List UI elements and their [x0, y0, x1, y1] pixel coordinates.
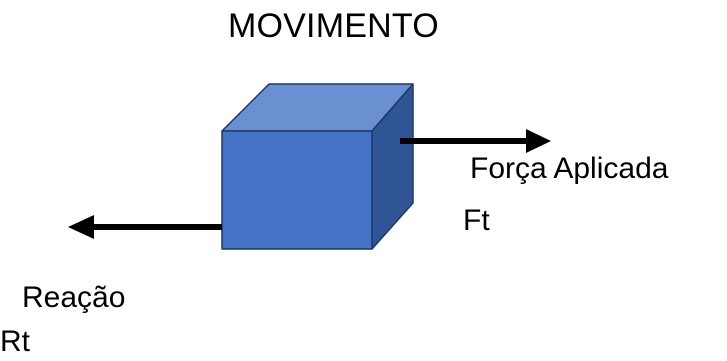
applied-force-label: Força Aplicada [470, 152, 669, 185]
cube-front-face [221, 130, 373, 250]
applied-force-arrow [400, 129, 551, 153]
reaction-force-label: Reação [22, 281, 126, 314]
reaction-force-arrow [68, 215, 222, 239]
applied-force-symbol: Ft [463, 204, 490, 237]
reaction-force-arrowhead [68, 215, 94, 239]
block-cube [221, 83, 414, 250]
diagram-title: MOVIMENTO [228, 7, 439, 45]
applied-force-arrowhead [526, 129, 551, 153]
reaction-force-symbol: Rt [0, 325, 30, 358]
